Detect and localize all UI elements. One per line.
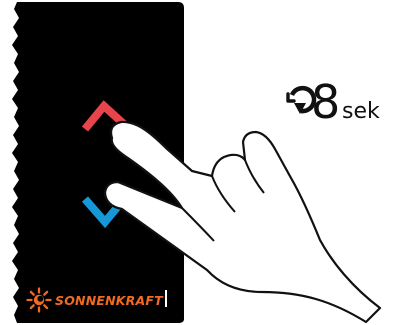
- sun-icon: [28, 289, 51, 312]
- brand-divider: [165, 290, 167, 307]
- brand-name: SONNENKRAFT: [55, 293, 164, 308]
- timer-unit: sek: [342, 99, 380, 124]
- timer-value: 8: [311, 75, 340, 129]
